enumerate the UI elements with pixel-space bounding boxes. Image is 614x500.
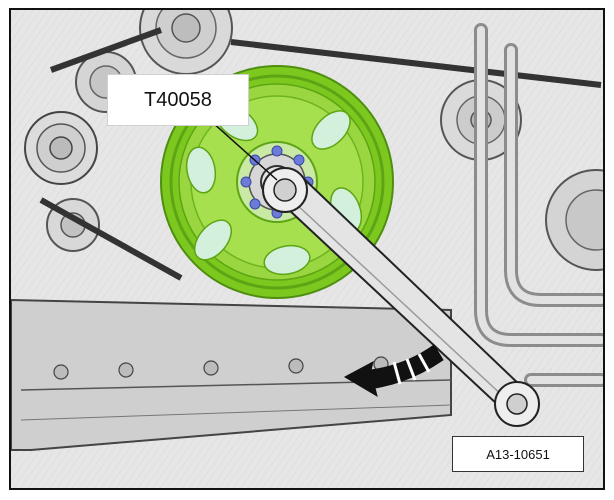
diagram-frame: T40058 A13-10651 bbox=[9, 8, 605, 490]
oil-pan bbox=[11, 298, 452, 451]
oil-pan-bolts bbox=[53, 356, 389, 380]
rotate-counterclockwise-arrow-icon bbox=[343, 344, 444, 398]
coolant-pipes-inner bbox=[477, 26, 603, 384]
drive-belt bbox=[39, 27, 602, 281]
damper-openings bbox=[185, 104, 363, 276]
far-right-pulley bbox=[545, 169, 603, 271]
idler-pulley-left bbox=[24, 111, 98, 185]
alternator-pulley bbox=[139, 10, 233, 75]
figure-reference-code: A13-10651 bbox=[452, 436, 584, 472]
tool-callout-label: T40058 bbox=[107, 74, 249, 126]
engine-illustration bbox=[11, 10, 603, 488]
tool-wrench bbox=[262, 167, 540, 427]
